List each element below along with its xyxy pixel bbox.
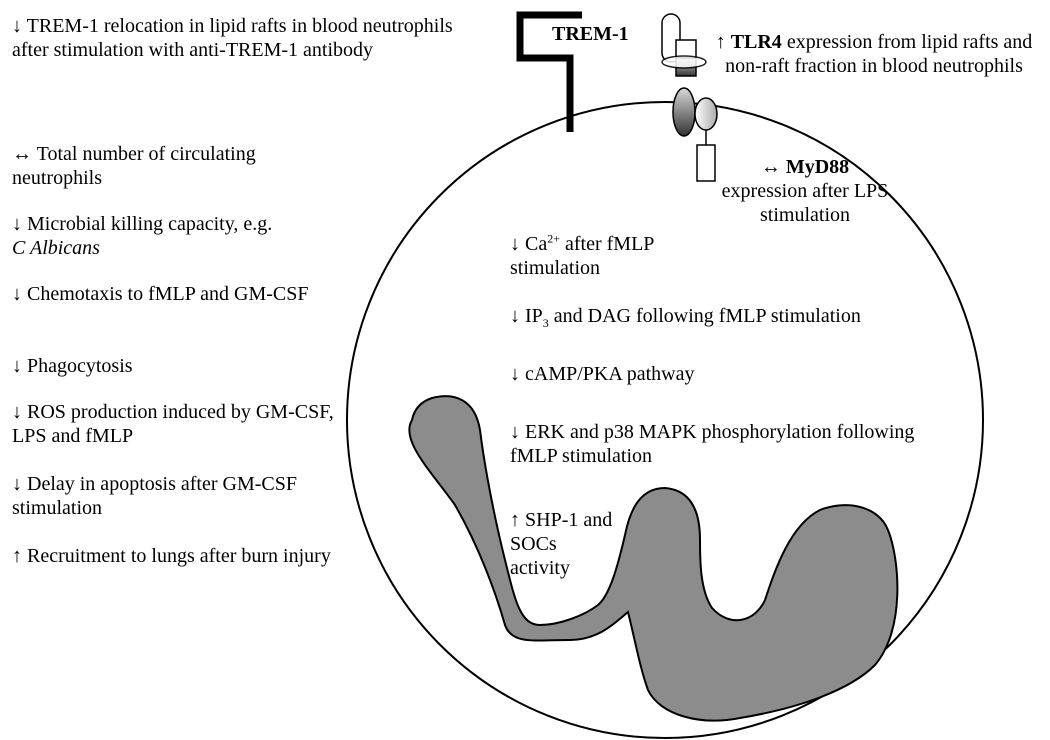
effect-lung-recruitment: ↑ Recruitment to lungs after burn injury <box>12 544 372 568</box>
effect-microbial-killing: ↓ Microbial killing capacity, e.g.C Albi… <box>12 212 352 260</box>
effect-text: Total number of circulating neutrophils <box>12 143 256 189</box>
effect-text: after fMLP stimulation <box>510 233 654 279</box>
effect-arrow: ↓ <box>510 305 520 327</box>
effect-arrow: ↓ <box>510 233 520 255</box>
effect-circulating-neutrophils: ↔ Total number of circulating neutrophil… <box>12 142 332 190</box>
effect-text: ERK and p38 MAPK phosphorylation followi… <box>510 421 915 467</box>
effect-trem1-relocation: ↓ TREM-1 relocation in lipid rafts in bl… <box>12 14 492 62</box>
effect-arrow: ↓ <box>12 213 22 235</box>
effect-text: Phagocytosis <box>27 355 133 377</box>
effect-calcium: ↓ Ca2+ after fMLP stimulation <box>510 232 700 280</box>
effect-phagocytosis: ↓ Phagocytosis <box>12 354 342 378</box>
effect-arrow: ↓ <box>12 283 22 305</box>
tlr4-receptor <box>661 13 718 182</box>
tlr4-arrow: ↑ <box>715 31 726 53</box>
calcium-symbol: Ca <box>525 233 548 255</box>
effect-camp-pka: ↓ cAMP/PKA pathway <box>510 362 810 386</box>
effect-arrow: ↑ <box>12 545 22 567</box>
effect-chemotaxis: ↓ Chemotaxis to fMLP and GM-CSF <box>12 282 342 306</box>
effect-erk-p38: ↓ ERK and p38 MAPK phosphorylation follo… <box>510 420 930 468</box>
effect-arrow: ↓ <box>12 355 22 377</box>
effect-text: SHP-1 and SOCs activity <box>510 509 613 579</box>
effect-text: Microbial killing capacity, e.g. <box>27 213 273 235</box>
myd88-name: MyD88 <box>785 156 850 178</box>
effect-text: cAMP/PKA pathway <box>525 363 695 385</box>
tlr4-text: expression from lipid rafts and non-raft… <box>725 31 1033 77</box>
effect-text: Chemotaxis to fMLP and GM-CSF <box>27 283 309 305</box>
myd88-arrow: ↔ <box>760 156 781 178</box>
effect-arrow: ↑ <box>510 509 520 531</box>
ip3-symbol: IP <box>525 305 543 327</box>
effect-arrow: ↓ <box>510 363 520 385</box>
effect-ros-production: ↓ ROS production induced by GM-CSF, LPS … <box>12 400 342 448</box>
effect-text: Delay in apoptosis after GM-CSF stimulat… <box>12 473 297 519</box>
cell-membrane <box>346 101 984 739</box>
effect-arrow: ↓ <box>12 401 22 423</box>
nucleus <box>408 395 899 722</box>
effect-shp1-socs: ↑ SHP-1 and SOCs activity <box>510 508 620 580</box>
effect-arrow: ↓ <box>12 15 22 37</box>
effect-arrow: ↔ <box>12 143 32 165</box>
effect-text: ROS production induced by GM-CSF, LPS an… <box>12 401 334 447</box>
effect-text: Recruitment to lungs after burn injury <box>27 545 331 567</box>
ip3-subscript: 3 <box>542 316 549 330</box>
effect-apoptosis: ↓ Delay in apoptosis after GM-CSF stimul… <box>12 472 342 520</box>
trem1-label: TREM-1 <box>552 23 629 45</box>
effect-arrow: ↓ <box>510 421 520 443</box>
effect-arrow: ↓ <box>12 473 22 495</box>
myd88-text: expression after LPS stimulation <box>721 180 889 226</box>
calcium-charge: 2+ <box>547 231 560 246</box>
trem1-receptor <box>516 11 582 132</box>
effect-organism: C Albicans <box>12 237 100 259</box>
effect-text: and DAG following fMLP stimulation <box>553 305 861 327</box>
effect-ip3-dag: ↓ IP3 and DAG following fMLP stimulation <box>510 304 970 330</box>
effect-text: TREM-1 relocation in lipid rafts in bloo… <box>12 15 453 61</box>
tlr4-name: TLR4 <box>730 31 782 53</box>
myd88-label: ↔ MyD88 expression after LPS stimulation <box>720 155 890 227</box>
tlr4-label: ↑ TLR4 expression from lipid rafts and n… <box>704 30 1044 78</box>
